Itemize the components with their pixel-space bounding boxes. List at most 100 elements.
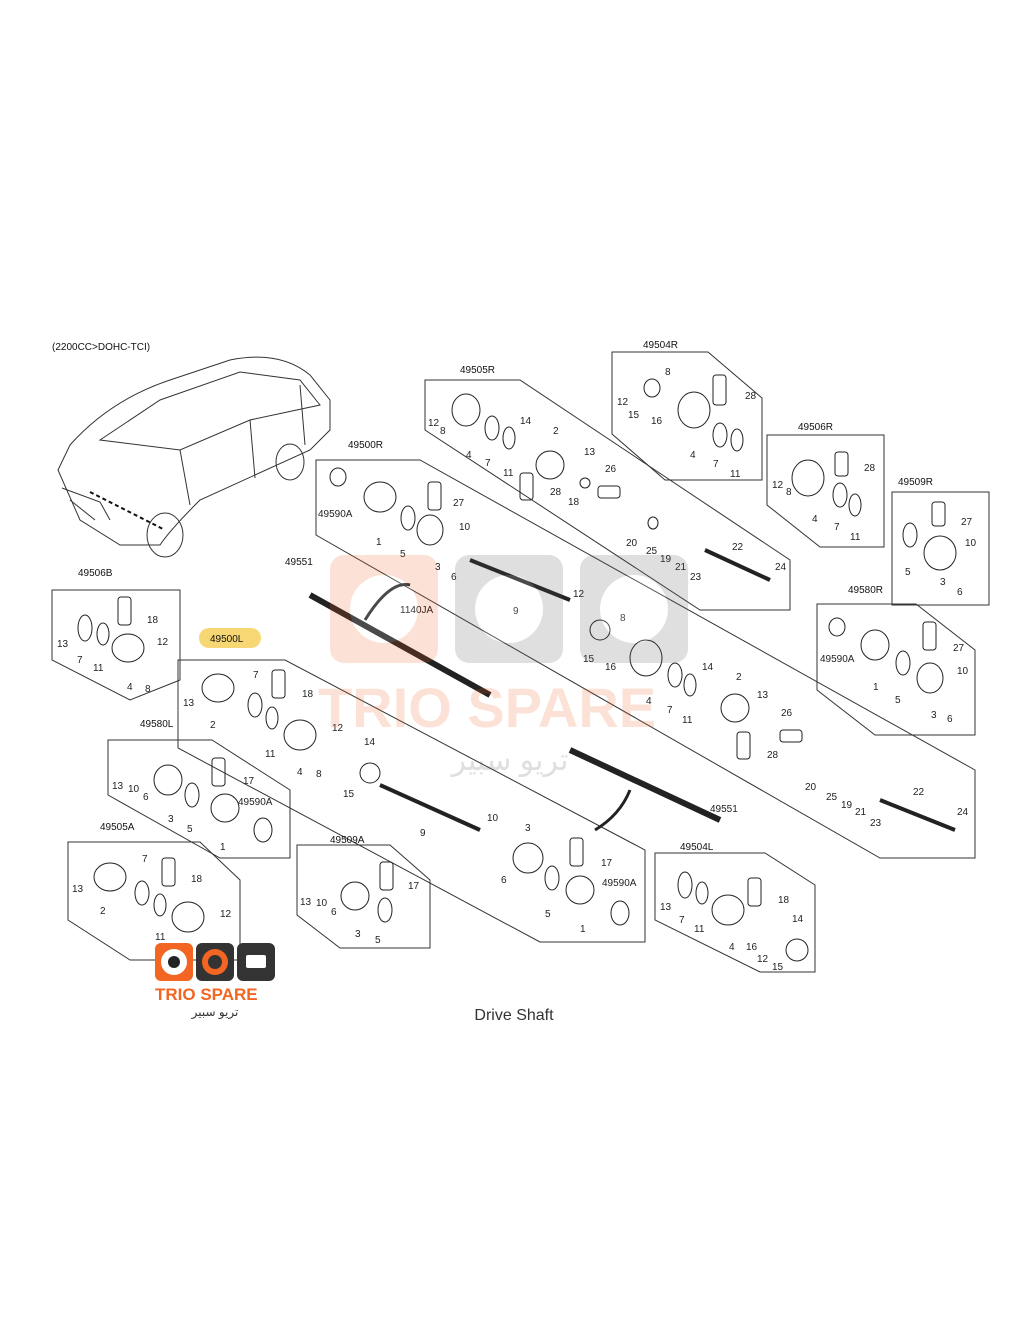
part-label[interactable]: 18 <box>191 874 203 885</box>
part-label[interactable]: 25 <box>646 546 658 557</box>
group-label-49500R[interactable]: 49500R <box>348 440 383 451</box>
part-label[interactable]: 7 <box>485 458 491 469</box>
part-label[interactable]: 21 <box>855 807 867 818</box>
part-label[interactable]: 8 <box>786 487 792 498</box>
part-label[interactable]: 18 <box>778 895 790 906</box>
part-label[interactable]: 6 <box>143 792 149 803</box>
part-label[interactable]: 11 <box>155 932 166 943</box>
part-label[interactable]: 11 <box>265 749 276 760</box>
part-label[interactable]: 6 <box>331 907 337 918</box>
part-label[interactable]: 3 <box>940 577 946 588</box>
part-label[interactable]: 12 <box>157 637 169 648</box>
part-label[interactable]: 15 <box>772 962 784 973</box>
part-label[interactable]: 27 <box>453 498 465 509</box>
group-label-49506B[interactable]: 49506B <box>78 568 113 579</box>
part-label[interactable]: 7 <box>679 915 685 926</box>
part-label[interactable]: 1 <box>220 842 226 853</box>
part-label[interactable]: 28 <box>767 750 779 761</box>
part-label[interactable]: 49590A <box>602 878 637 889</box>
part-label[interactable]: 11 <box>93 663 104 674</box>
part-label[interactable]: 11 <box>694 924 705 935</box>
part-label[interactable]: 26 <box>605 464 617 475</box>
part-label[interactable]: 23 <box>870 818 882 829</box>
part-label[interactable]: 13 <box>112 781 124 792</box>
part-label[interactable]: 7 <box>253 670 259 681</box>
part-label[interactable]: 2 <box>736 672 742 683</box>
part-label[interactable]: 5 <box>905 567 911 578</box>
part-label[interactable]: 15 <box>628 410 640 421</box>
part-label[interactable]: 16 <box>746 942 758 953</box>
part-label[interactable]: 4 <box>127 682 133 693</box>
part-label[interactable]: 1 <box>580 924 586 935</box>
group-label-49504L[interactable]: 49504L <box>680 842 714 853</box>
group-label-1140JA[interactable]: 1140JA <box>400 605 434 616</box>
part-label[interactable]: 6 <box>451 572 457 583</box>
part-label[interactable]: 4 <box>729 942 735 953</box>
part-label[interactable]: 7 <box>713 459 719 470</box>
part-label[interactable]: 27 <box>961 517 973 528</box>
part-label[interactable]: 12 <box>220 909 232 920</box>
part-label[interactable]: 4 <box>812 514 818 525</box>
part-label[interactable]: 19 <box>660 554 672 565</box>
part-label[interactable]: 5 <box>187 824 193 835</box>
part-label[interactable]: 3 <box>168 814 174 825</box>
part-label[interactable]: 3 <box>435 562 441 573</box>
part-label[interactable]: 26 <box>781 708 793 719</box>
part-label[interactable]: 14 <box>792 914 804 925</box>
part-label[interactable]: 3 <box>931 710 937 721</box>
part-label[interactable]: 12 <box>332 723 344 734</box>
group-label-49505A[interactable]: 49505A <box>100 822 135 833</box>
part-label[interactable]: 6 <box>501 875 507 886</box>
part-label[interactable]: 24 <box>775 562 787 573</box>
part-label[interactable]: 23 <box>690 572 702 583</box>
part-label[interactable]: 5 <box>545 909 551 920</box>
part-label[interactable]: 13 <box>183 698 195 709</box>
group-label-49580R[interactable]: 49580R <box>848 585 883 596</box>
part-label[interactable]: 7 <box>834 522 840 533</box>
part-label[interactable]: 1 <box>873 682 879 693</box>
part-label[interactable]: 4 <box>297 767 303 778</box>
part-label[interactable]: 5 <box>375 935 381 946</box>
group-label-49509R[interactable]: 49509R <box>898 477 933 488</box>
part-label[interactable]: 16 <box>605 662 617 673</box>
part-label[interactable]: 10 <box>957 666 969 677</box>
part-label[interactable]: 11 <box>730 469 741 480</box>
part-label[interactable]: 9 <box>513 606 519 617</box>
part-label[interactable]: 13 <box>757 690 769 701</box>
part-label[interactable]: 11 <box>503 468 514 479</box>
part-label[interactable]: 13 <box>72 884 84 895</box>
part-label[interactable]: 22 <box>913 787 925 798</box>
part-label[interactable]: 17 <box>243 776 255 787</box>
part-label[interactable]: 27 <box>953 643 965 654</box>
part-label[interactable]: 3 <box>355 929 361 940</box>
part-label[interactable]: 7 <box>667 705 673 716</box>
part-label[interactable]: 8 <box>145 684 151 695</box>
part-label[interactable]: 8 <box>665 367 671 378</box>
part-label[interactable]: 14 <box>702 662 714 673</box>
part-label[interactable]: 12 <box>573 589 585 600</box>
group-label-49500L[interactable]: 49500L <box>210 634 244 645</box>
part-label[interactable]: 28 <box>745 391 757 402</box>
part-label[interactable]: 15 <box>583 654 595 665</box>
part-label[interactable]: 4 <box>646 696 652 707</box>
part-label[interactable]: 12 <box>772 480 784 491</box>
part-label[interactable]: 22 <box>732 542 744 553</box>
part-label[interactable]: 13 <box>660 902 672 913</box>
part-label[interactable]: 18 <box>568 497 580 508</box>
part-label[interactable]: 6 <box>957 587 963 598</box>
part-label[interactable]: 24 <box>957 807 969 818</box>
part-label[interactable]: 49551 <box>710 804 738 815</box>
group-label-49506R[interactable]: 49506R <box>798 422 833 433</box>
part-label[interactable]: 5 <box>895 695 901 706</box>
part-label[interactable]: 49590A <box>820 654 855 665</box>
part-label[interactable]: 17 <box>601 858 613 869</box>
part-label[interactable]: 11 <box>682 715 693 726</box>
part-label[interactable]: 4 <box>690 450 696 461</box>
part-label[interactable]: 4 <box>466 450 472 461</box>
part-label[interactable]: 18 <box>302 689 314 700</box>
part-label[interactable]: 10 <box>316 898 328 909</box>
part-label[interactable]: 25 <box>826 792 838 803</box>
part-label[interactable]: 2 <box>100 906 106 917</box>
part-label[interactable]: 49590A <box>318 509 353 520</box>
part-label[interactable]: 6 <box>947 714 953 725</box>
